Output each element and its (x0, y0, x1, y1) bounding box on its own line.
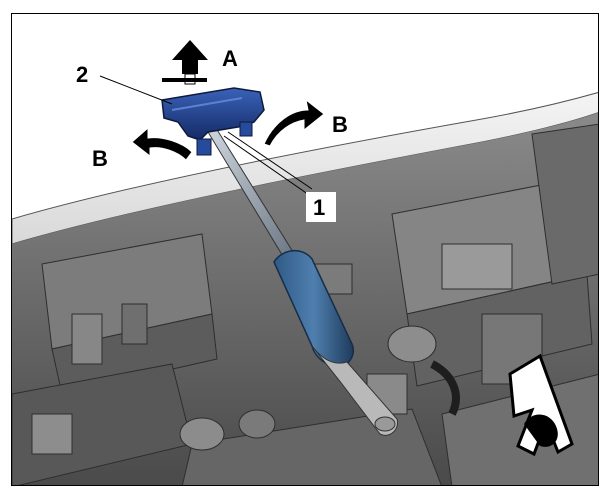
clip-body (161, 87, 265, 141)
label-motion-b-right: B (332, 112, 348, 137)
motion-arrow-b-right (263, 98, 325, 147)
label-part-2: 2 (76, 62, 88, 87)
screwdriver-handle (273, 250, 354, 368)
engine-components (12, 123, 598, 485)
label-motion-a: A (222, 46, 238, 71)
label-motion-b-left: B (92, 146, 108, 171)
motion-arrow-b-left (131, 126, 193, 161)
leader-lines (99, 75, 313, 198)
engine-bay-illustration: 2 A B B 1 (12, 14, 598, 485)
illustration-frame: 2 A B B 1 (11, 13, 599, 486)
label-part-1: 1 (313, 195, 325, 220)
clip-cover-icon (161, 87, 265, 156)
label-part-1-bg (306, 192, 336, 222)
vehicle-forward-direction-icon (508, 353, 574, 457)
screwdriver-icon (207, 127, 399, 436)
motion-arrow-a (162, 40, 208, 85)
